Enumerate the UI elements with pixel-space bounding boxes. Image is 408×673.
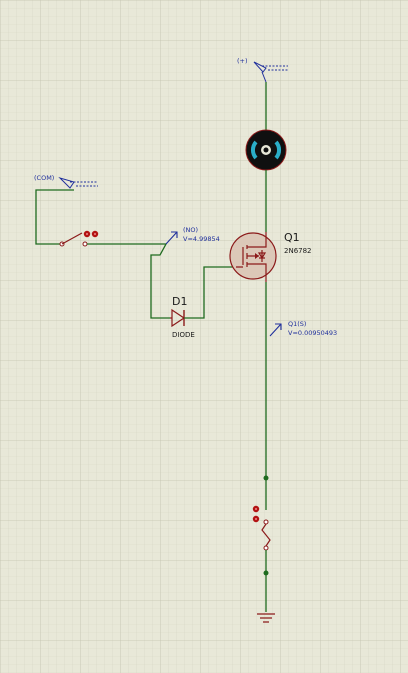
probe-no[interactable]: (NO) V=4.99854 (165, 226, 220, 245)
probe-no-name: (NO) (183, 226, 198, 234)
motor[interactable] (245, 128, 287, 171)
probe-q1s[interactable]: Q1(S) V=0.00950493 (269, 320, 337, 337)
junction-dot-upper (263, 475, 269, 481)
probe-q1s-name: Q1(S) (288, 320, 306, 328)
mosfet-part: 2N6782 (284, 247, 312, 255)
com-terminal[interactable]: (COM) (34, 174, 98, 189)
power-terminal[interactable]: (+) (237, 57, 288, 128)
probe-no-value: V=4.99854 (183, 235, 220, 243)
com-terminal-label: (COM) (34, 174, 54, 182)
diode-d1[interactable]: D1 DIODE (170, 266, 236, 339)
diode-ref: D1 (172, 295, 187, 308)
ground-symbol (257, 613, 275, 623)
ground-switch[interactable] (252, 505, 271, 551)
power-terminal-label: (+) (237, 57, 248, 65)
probe-q1s-value: V=0.00950493 (288, 329, 337, 337)
com-wire (35, 189, 74, 245)
mosfet-ref: Q1 (284, 231, 300, 244)
diode-part: DIODE (172, 331, 195, 339)
mosfet-q1[interactable]: Q1 2N6782 (229, 231, 312, 282)
no-wire (87, 243, 170, 319)
